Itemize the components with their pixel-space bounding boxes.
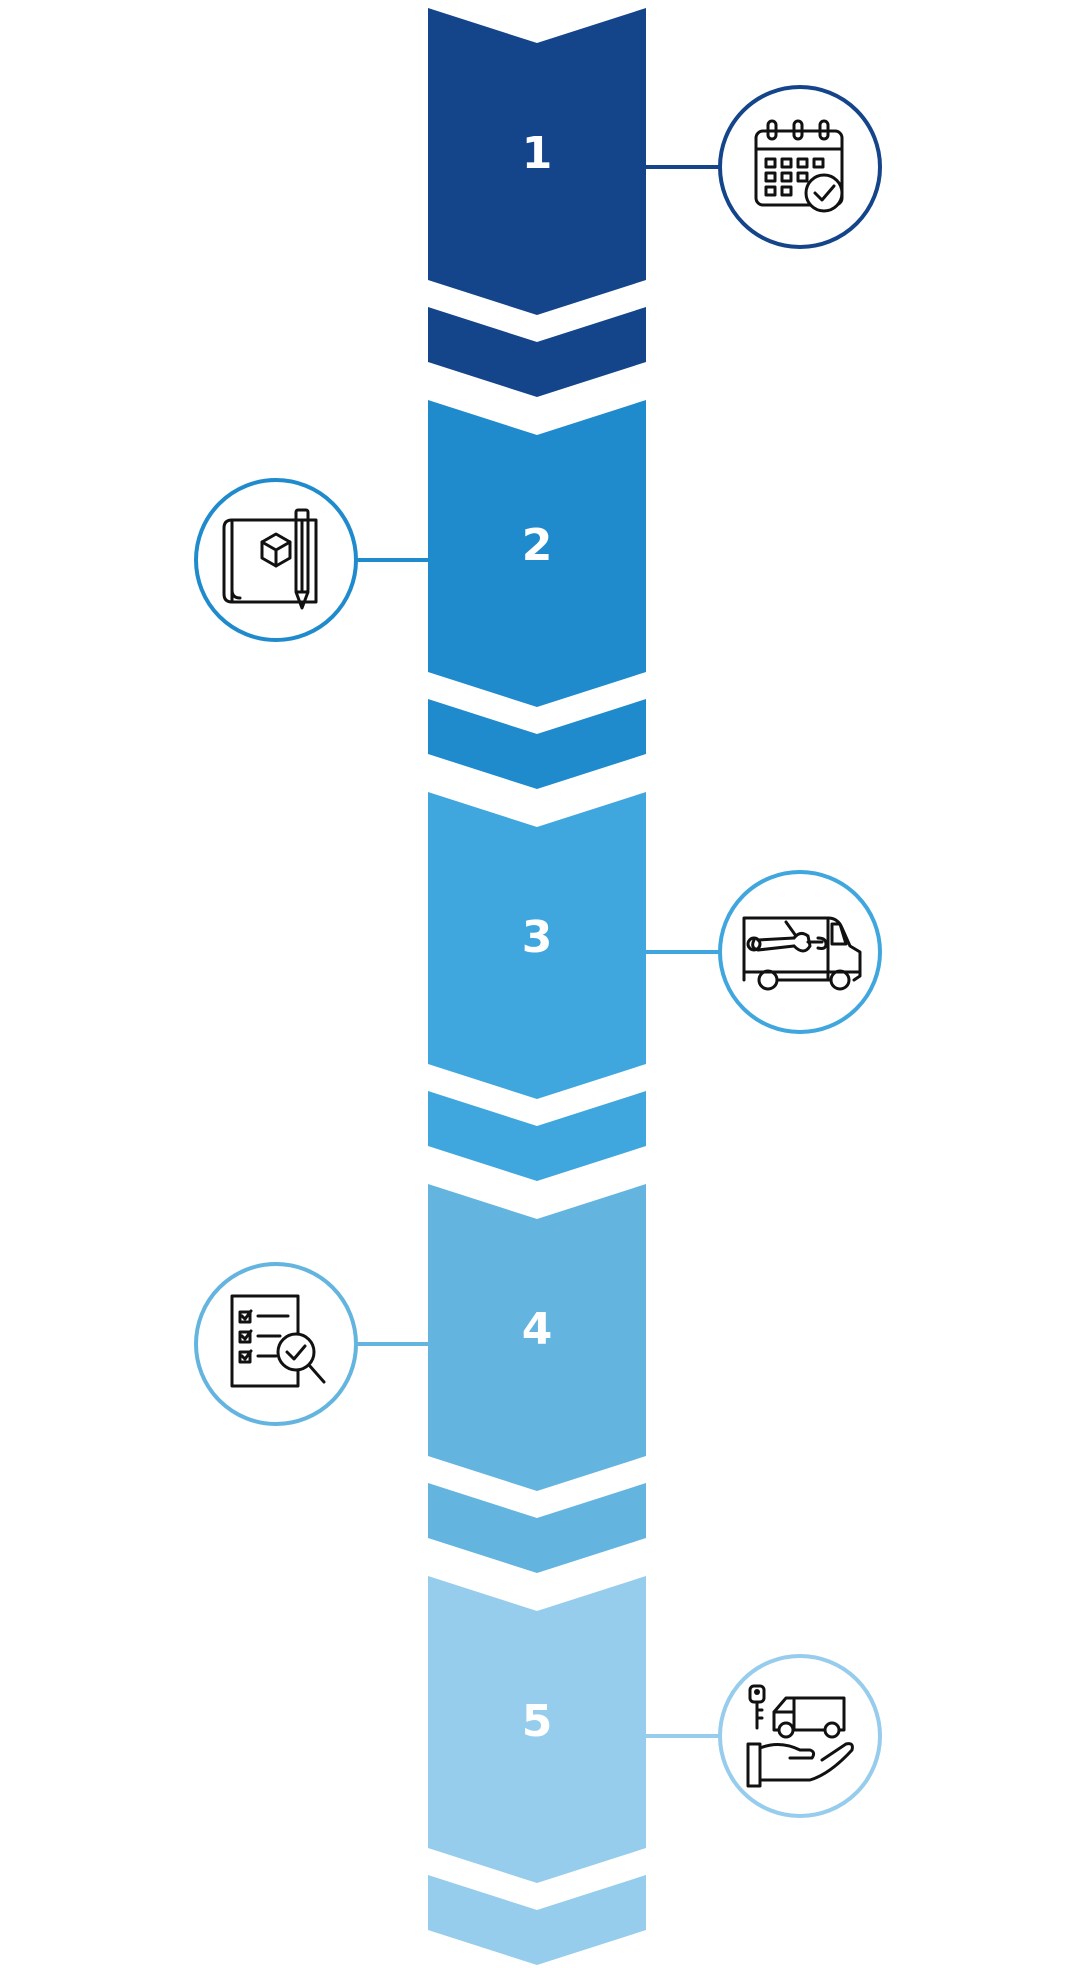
step-3-number: 3 xyxy=(522,912,553,963)
step-5: 5 xyxy=(428,1576,882,1965)
step-2-chevron-small xyxy=(428,699,646,789)
step-1-chevron-main xyxy=(428,8,646,315)
step-1-number: 1 xyxy=(522,128,553,179)
step-5-number: 5 xyxy=(522,1696,553,1747)
checklist-inspection-icon xyxy=(230,1294,326,1388)
step-4: 4 xyxy=(194,1184,646,1573)
step-4-chevron-small xyxy=(428,1483,646,1573)
step-5-icon-circle xyxy=(718,1654,882,1818)
step-3-chevron-main xyxy=(428,792,646,1099)
step-2: 2 xyxy=(194,400,646,789)
blueprint-pencil-icon xyxy=(222,508,318,610)
step-4-icon-circle xyxy=(194,1262,358,1426)
step-5-chevron-main xyxy=(428,1576,646,1883)
step-3-icon-circle xyxy=(718,870,882,1034)
step-4-number: 4 xyxy=(522,1304,553,1355)
service-van-wrench-icon xyxy=(742,916,862,991)
step-1-chevron-small xyxy=(428,307,646,397)
step-5-chevron-small xyxy=(428,1875,646,1965)
step-1: 1 xyxy=(428,8,882,397)
van-key-handover-icon xyxy=(746,1684,854,1788)
step-2-number: 2 xyxy=(522,520,553,571)
step-3: 3 xyxy=(428,792,882,1181)
step-4-chevron-main xyxy=(428,1184,646,1491)
step-2-chevron-main xyxy=(428,400,646,707)
calendar-check-icon xyxy=(754,119,844,213)
step-3-chevron-small xyxy=(428,1091,646,1181)
